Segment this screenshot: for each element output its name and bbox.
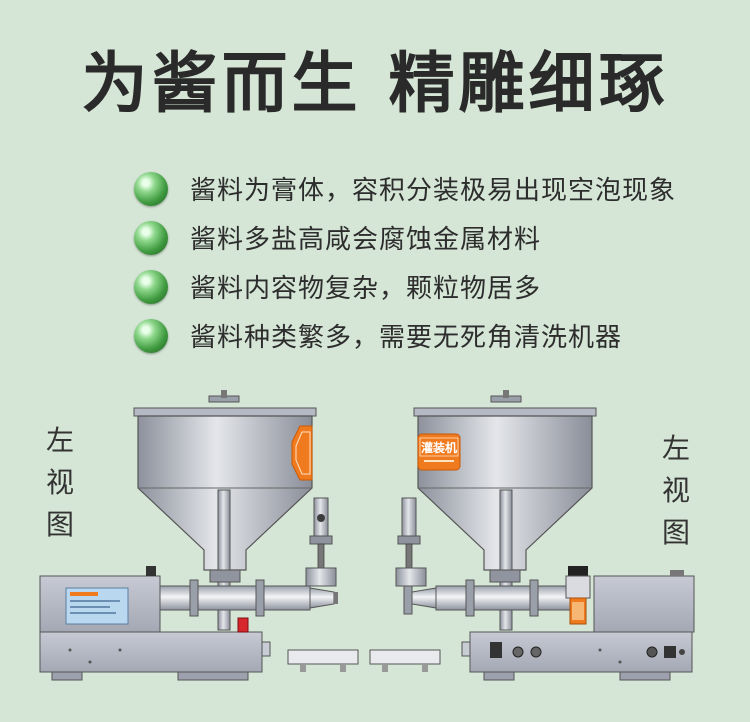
right-view-label: 左 视 图 (661, 432, 690, 549)
power-switch-icon (490, 642, 502, 658)
right-cylinder (395, 497, 427, 615)
right-base-cabinet (461, 631, 693, 681)
right-hopper-label-text: 灌装机 (420, 440, 457, 455)
right-pipe (411, 579, 587, 617)
feature-item: 酱料多盐高咸会腐蚀金属材料 (134, 213, 734, 262)
right-motor-box (593, 570, 695, 633)
left-pipe (159, 579, 338, 617)
feature-text: 酱料多盐高咸会腐蚀金属材料 (190, 225, 542, 255)
green-ball-bullet-icon (134, 220, 168, 255)
feature-item: 酱料为膏体，容积分装极易出现空泡现象 (134, 164, 734, 213)
green-ball-bullet-icon (134, 269, 168, 304)
right-air-filter (565, 566, 591, 625)
filling-machine-drawing: 灌装机 (39, 390, 695, 681)
socket-icon (664, 646, 676, 658)
right-hopper-label: 灌装机 (417, 433, 461, 471)
knob-icon (530, 646, 542, 658)
headline: 为酱而生 精雕细琢 (81, 45, 669, 122)
feature-text: 酱料内容物复杂，颗粒物居多 (190, 274, 542, 304)
green-ball-bullet-icon (134, 318, 168, 353)
air-inlet-icon (646, 646, 658, 658)
left-cylinder (305, 497, 337, 587)
feature-item: 酱料种类繁多，需要无死角清洗机器 (134, 311, 734, 360)
green-ball-bullet-icon (134, 171, 168, 206)
feature-text: 酱料为膏体，容积分装极易出现空泡现象 (190, 176, 677, 206)
left-machine (39, 390, 338, 681)
knob-icon (512, 646, 524, 658)
left-hopper-label-icon (291, 425, 313, 481)
feature-text: 酱料种类繁多，需要无死角清洗机器 (190, 323, 623, 353)
right-hopper: 灌装机 (413, 390, 597, 631)
right-machine: 灌装机 (395, 390, 695, 681)
feature-list: 酱料为膏体，容积分装极易出现空泡现象 酱料多盐高咸会腐蚀金属材料 酱料内容物复杂… (134, 164, 734, 360)
left-motor-box (39, 566, 161, 633)
left-base-cabinet (39, 617, 271, 681)
left-view-label: 左 视 图 (45, 424, 74, 541)
feature-item: 酱料内容物复杂，颗粒物居多 (134, 262, 734, 311)
filling-tables (287, 649, 441, 672)
